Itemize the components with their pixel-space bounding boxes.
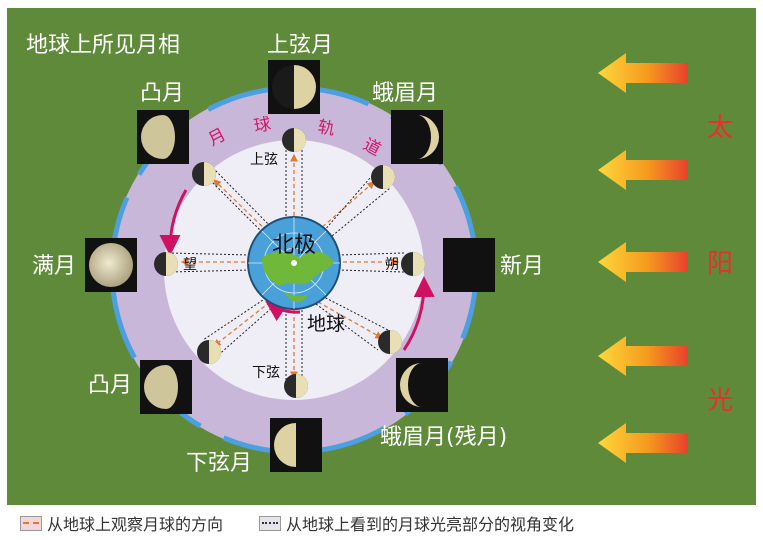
photo-waxing-crescent: [391, 110, 443, 164]
label-full-moon: 满月: [32, 254, 76, 279]
sun-char-2: 阳: [707, 249, 733, 279]
sun-char-1: 太: [707, 113, 733, 143]
photo-first-quarter: [268, 60, 320, 114]
sun-arrow-2: [598, 150, 688, 190]
label-waning-crescent: 蛾眉月(残月): [380, 425, 507, 450]
phase-photos: [85, 60, 495, 472]
label-new-moon: 新月: [500, 254, 544, 279]
orbit-moon-bottom-left: [197, 340, 221, 364]
photo-new-moon: [443, 238, 495, 292]
legend: 从地球上观察月球的方向 从地球上看到的月球光亮部分的视角变化: [20, 510, 610, 536]
earth-label: 地球: [307, 313, 345, 335]
orbit-moon-right: [401, 252, 425, 276]
orbit-moons: [154, 128, 425, 398]
legend-visual-change-text: 从地球上看到的月球光亮部分的视角变化: [286, 515, 575, 534]
sun-arrow-5: [598, 423, 688, 463]
label-gibbous-lower: 凸月: [88, 373, 132, 398]
orbit-moon-top-right: [371, 165, 395, 189]
label-gibbous-upper: 凸月: [140, 81, 184, 106]
north-pole-label: 北极: [272, 233, 316, 258]
inner-label-new: 朔: [385, 257, 399, 273]
legend-observe-direction-text: 从地球上观察月球的方向: [47, 515, 224, 534]
photo-third-quarter: [270, 418, 322, 472]
label-title: 地球上所见月相: [26, 33, 180, 58]
legend-swatch-dotted: [259, 515, 282, 531]
observe-lines: [180, 153, 400, 380]
sun-arrow-3: [598, 242, 688, 282]
orbit-char-2: 球: [252, 114, 272, 137]
orbit-moon-left: [154, 252, 178, 276]
orbit-moon-bottom-right: [378, 330, 402, 354]
inner-label-full: 望: [183, 257, 197, 273]
label-third-quarter: 下弦月: [186, 451, 252, 476]
photo-gibbous-lower: [140, 360, 192, 414]
inner-label-third-quarter: 下弦: [252, 365, 280, 381]
label-first-quarter: 上弦月: [267, 33, 333, 58]
orbit-moon-bottom: [284, 374, 308, 398]
legend-visual-change: 从地球上看到的月球光亮部分的视角变化: [259, 511, 574, 535]
sunlight-arrows: [598, 53, 688, 463]
orbit-moon-top-left: [192, 162, 216, 186]
earth: [247, 216, 341, 310]
legend-swatch-orange: [20, 515, 42, 531]
orbit-moon-top: [282, 128, 306, 152]
photo-waning-crescent: [396, 358, 448, 412]
label-waxing-crescent: 蛾眉月: [372, 81, 438, 106]
sun-arrow-4: [598, 336, 688, 376]
photo-gibbous-upper: [137, 110, 189, 164]
legend-observe-direction: 从地球上观察月球的方向: [20, 511, 223, 535]
sun-char-3: 光: [707, 386, 733, 416]
photo-full-moon: [85, 238, 137, 292]
sun-arrow-1: [598, 53, 688, 93]
orbit-char-3: 轨: [316, 117, 336, 140]
inner-label-first-quarter: 上弦: [250, 152, 278, 168]
view-angle-lines: [169, 150, 405, 385]
